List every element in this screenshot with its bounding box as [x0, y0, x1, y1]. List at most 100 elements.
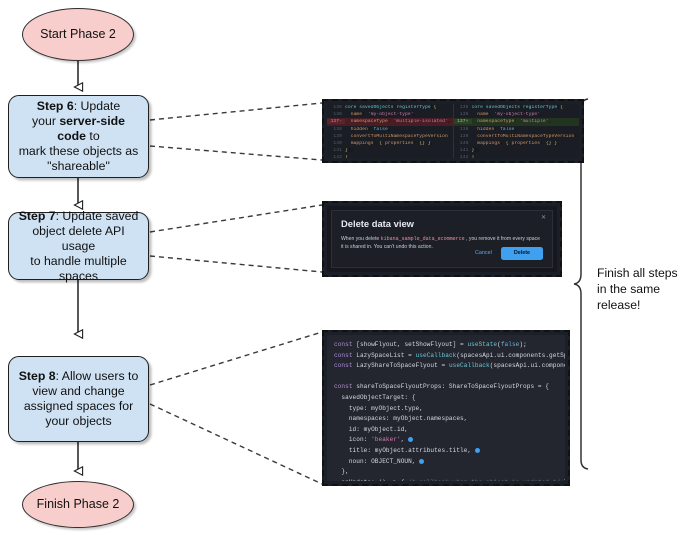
- callout-share-to-space-flyout-code[interactable]: const [showFlyout, setShowFlyout] = useS…: [322, 330, 570, 486]
- diff-line-code: hidden: false,: [477, 126, 518, 132]
- node-start-phase-2[interactable]: Start Phase 2: [22, 8, 134, 61]
- code-line: },: [334, 468, 349, 476]
- diff-line-code: namespaceType: 'multiple',: [477, 119, 552, 125]
- code-line: icon: 'beaker',: [334, 436, 565, 447]
- node-step-6-line3: mark these objects as: [18, 144, 139, 158]
- diff-line: 138 hidden: false,: [454, 126, 580, 133]
- close-icon[interactable]: ✕: [540, 215, 546, 221]
- code-line: const [showFlyout, setShowFlyout] = useS…: [334, 341, 527, 348]
- diff-line-number: 139: [333, 133, 342, 139]
- diff-line: 137+ namespaceType: 'multiple',: [453, 118, 579, 126]
- diff-line-number: 142: [459, 155, 469, 158]
- delete-data-view-modal: ✕ Delete data view When you delete kiban…: [331, 210, 553, 268]
- modal-actions: Cancel Delete: [475, 246, 543, 260]
- node-step-7-line2: object delete API usage: [32, 223, 125, 253]
- diff-line-number: 140: [333, 141, 342, 147]
- code-line: onUpdate: () => { /* callback when the o…: [334, 479, 565, 481]
- diff-line-code: });: [345, 148, 354, 154]
- node-step-6-line4: "shareable": [47, 159, 110, 173]
- diff-line: 139 convertToMultiNamespaceTypeVersion: …: [454, 133, 580, 140]
- diff-line-code: }: [345, 155, 348, 158]
- diff-line: 142}: [327, 154, 453, 158]
- node-step-7[interactable]: Step 7: Update saved object delete API u…: [8, 208, 149, 283]
- dialog-screenshot: ✕ Delete data view When you delete kiban…: [327, 206, 557, 272]
- modal-body-pre: When you delete: [341, 236, 381, 242]
- leader-step7-bottom: [149, 255, 323, 273]
- code-line: [334, 373, 565, 384]
- diff-line-number: 141: [333, 148, 342, 154]
- diff-line-number: 135: [333, 105, 342, 111]
- diff-line-number: 142: [333, 155, 342, 158]
- diff-line-number: 139: [459, 133, 469, 139]
- callout-delete-data-view-dialog[interactable]: ✕ Delete data view When you delete kiban…: [322, 201, 562, 277]
- node-start-label: Start Phase 2: [40, 26, 116, 41]
- code-line: id: myObject.id,: [334, 425, 409, 433]
- code-line: noun: OBJECT_NOUN,: [334, 458, 565, 469]
- diff-line-code: });: [471, 148, 481, 154]
- diff-line-code: hidden: false,: [350, 126, 391, 132]
- diff-line-number: 136: [459, 112, 469, 118]
- diff-line-code: convertToMultiNamespaceTypeVersion: ': [477, 133, 578, 139]
- diff-line-number: 137+: [453, 119, 472, 125]
- diff-line-number: 135: [459, 105, 469, 111]
- modal-body-post: , you remove it from every space it is s…: [341, 236, 540, 250]
- leader-step8-bottom: [149, 403, 323, 485]
- code-line: const LazyShareToSpaceFlyout = useCallba…: [334, 362, 565, 370]
- diff-line: 142}: [454, 154, 580, 158]
- inline-hint-icon: [474, 447, 480, 453]
- diff-line-code: name: 'my-object-type',: [350, 112, 417, 118]
- node-step-8[interactable]: Step 8: Allow users to view and change a…: [8, 356, 149, 442]
- diff-line: 141});: [327, 147, 453, 154]
- diff-line: 137- namespaceType: 'multiple-isolated',: [327, 118, 453, 126]
- code-line: title: myObject.attributes.title,: [334, 447, 565, 458]
- node-step-8-line3: assigned spaces for: [23, 399, 134, 413]
- diff-line: 140 mappings: { properties: {} },: [327, 140, 453, 147]
- code-screenshot: const [showFlyout, setShowFlyout] = useS…: [327, 335, 565, 481]
- code-line: savedObjectTarget: {: [334, 393, 416, 401]
- node-step-7-line1: Step 7: Update saved: [18, 208, 139, 223]
- diff-line-number: 136: [333, 112, 342, 118]
- diff-line-number: 138: [459, 126, 469, 132]
- grouping-note-line-1: Finish all steps: [597, 266, 678, 280]
- grouping-note-line-2: in the same: [597, 281, 661, 296]
- node-finish-phase-2[interactable]: Finish Phase 2: [22, 481, 134, 528]
- diff-line-code: convertToMultiNamespaceTypeVersion: ': [350, 133, 451, 139]
- node-step-6[interactable]: Step 6: Update your server-side code to …: [8, 95, 149, 178]
- diff-line: 140 mappings: { properties: {} },: [454, 140, 580, 147]
- diff-line: 136 name: 'my-object-type',: [454, 111, 580, 118]
- modal-body-text: When you delete kibana_sample_data_ecomm…: [341, 236, 543, 252]
- diff-line: 138 hidden: false,: [327, 126, 453, 133]
- diff-line-code: mappings: { properties: {} },: [477, 141, 561, 147]
- diff-line-number: 137-: [327, 119, 345, 125]
- node-finish-label: Finish Phase 2: [36, 496, 120, 511]
- grouping-note: Finish all steps in the same release!: [597, 266, 683, 314]
- grouping-note-line-3: release!: [597, 297, 641, 312]
- leader-step6-top: [149, 102, 323, 121]
- node-step-6-line2: your server-side code to: [32, 114, 125, 143]
- diff-line-code: core.savedObjects.registerType({: [345, 105, 437, 111]
- inline-hint-icon: [419, 458, 425, 464]
- leader-step8-top: [149, 331, 323, 386]
- leader-step6-bottom: [149, 145, 323, 161]
- node-step-8-line2: view and change: [32, 384, 125, 398]
- cancel-button[interactable]: Cancel: [475, 250, 492, 257]
- code-line: const LazySpaceList = useCallback(spaces…: [334, 351, 565, 359]
- diff-line: 136 name: 'my-object-type',: [327, 111, 453, 118]
- diff-line-number: 140: [459, 141, 469, 147]
- delete-button[interactable]: Delete: [500, 246, 543, 260]
- code-line: namespaces: myObject.namespaces,: [334, 415, 468, 423]
- diff-line-code: name: 'my-object-type',: [477, 112, 543, 118]
- diff-line-code: namespaceType: 'multiple-isolated',: [350, 119, 451, 125]
- diff-line-number: 138: [333, 126, 342, 132]
- data-view-name-chip: kibana_sample_data_ecommerce: [380, 236, 465, 242]
- node-step-8-line1: Step 8: Allow users to: [18, 369, 139, 383]
- inline-hint-icon: [408, 437, 414, 443]
- node-step-8-line4: your objects: [45, 414, 112, 428]
